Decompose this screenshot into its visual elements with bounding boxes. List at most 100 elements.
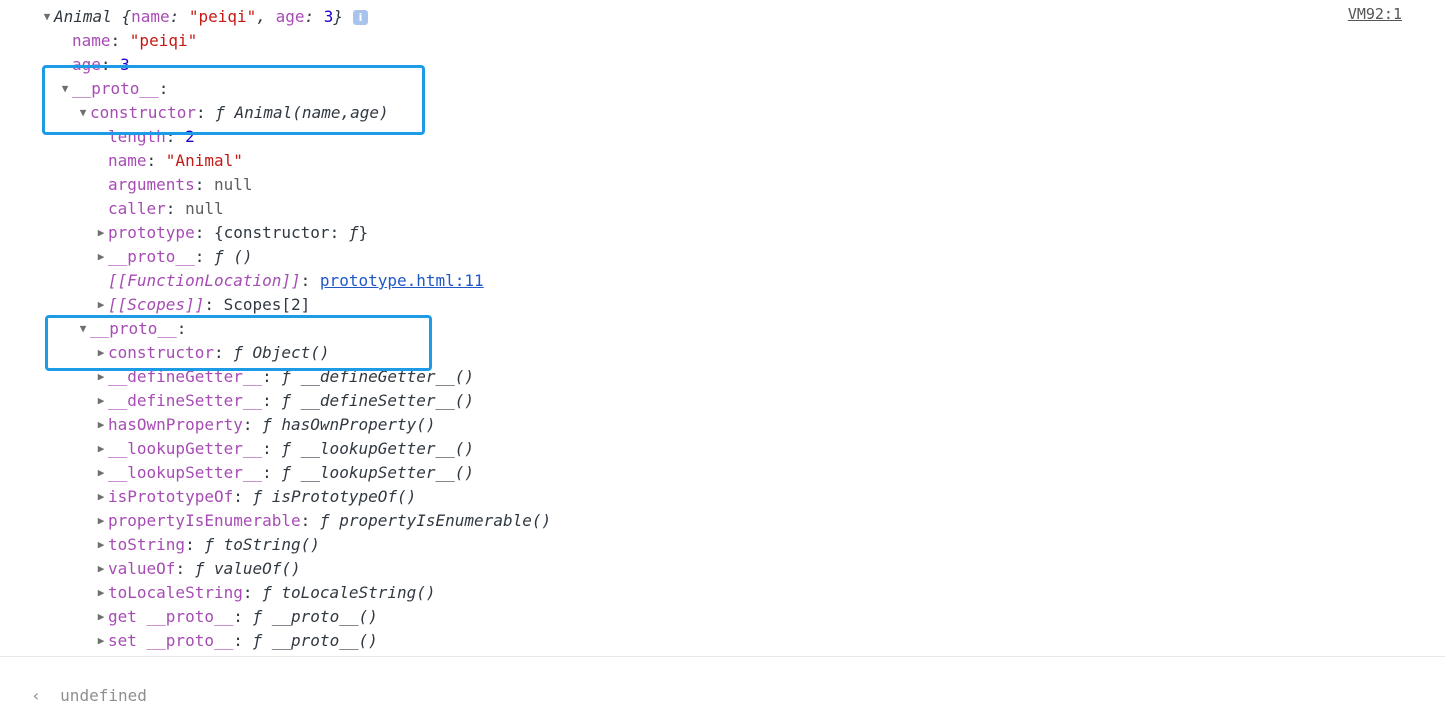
expanded-triangle-icon[interactable]: ▼ [79,106,87,119]
property-value: : [158,79,169,98]
result-row: ‹ undefined [12,660,147,705]
tree-row: ▶arguments: null [0,173,1394,197]
result-value: undefined [60,686,147,705]
property-value: : [146,151,166,170]
property-value: : [185,535,205,554]
tree-row[interactable]: ▶__lookupGetter__: ƒ __lookupGetter__() [0,437,1394,461]
expanded-triangle-icon[interactable]: ▼ [61,82,69,95]
property-value: ƒ [348,223,359,242]
property-key: get __proto__ [108,607,234,626]
property-key: __proto__ [108,247,195,266]
collapsed-triangle-icon[interactable]: ▶ [97,418,105,431]
function-location-link[interactable]: prototype.html:11 [319,271,484,290]
property-value: ƒ __lookupGetter__() [281,439,475,458]
property-value: 3 [323,7,334,26]
property-key: __proto__ [90,319,177,338]
property-value: : Scopes[2] [204,295,311,314]
tree-row: ▶[[FunctionLocation]]: prototype.html:11 [0,269,1394,293]
property-key: valueOf [108,559,176,578]
property-key: prototype [108,223,195,242]
property-key: set __proto__ [108,631,234,650]
property-value: ƒ propertyIsEnumerable() [319,511,552,530]
property-key: name [108,151,147,170]
property-value: : [262,463,282,482]
tree-row[interactable]: ▶propertyIsEnumerable: ƒ propertyIsEnume… [0,509,1394,533]
collapsed-triangle-icon[interactable]: ▶ [97,346,105,359]
property-key: arguments [108,175,195,194]
property-value: : [169,7,189,26]
tree-row[interactable]: ▶set __proto__: ƒ __proto__() [0,629,1394,653]
property-value: : [195,103,216,122]
tree-row[interactable]: ▶valueOf: ƒ valueOf() [0,557,1394,581]
tree-row[interactable]: ▼__proto__: [0,77,1358,101]
property-value: ƒ toLocaleString() [262,583,436,602]
property-value: : [194,247,214,266]
source-link[interactable]: VM92:1 [1347,5,1402,23]
expanded-triangle-icon[interactable]: ▼ [43,10,51,23]
tree-row: ▶name: "peiqi" [0,29,1358,53]
tree-row[interactable]: ▶get __proto__: ƒ __proto__() [0,605,1394,629]
tree-row: ▶caller: null [0,197,1394,221]
tree-row[interactable]: ▶prototype: {constructor: ƒ} [0,221,1394,245]
collapsed-triangle-icon[interactable]: ▶ [97,466,105,479]
tree-row[interactable]: ▶__defineSetter__: ƒ __defineSetter__() [0,389,1394,413]
property-value: : [242,583,263,602]
collapsed-triangle-icon[interactable]: ▶ [97,394,105,407]
tree-row[interactable]: ▶toLocaleString: ƒ toLocaleString() [0,581,1394,605]
property-value: ƒ hasOwnProperty() [262,415,436,434]
property-value: ƒ Animal(name,age) [215,103,389,122]
property-key: constructor [108,343,214,362]
property-value: ƒ __defineGetter__() [281,367,475,386]
collapsed-triangle-icon[interactable]: ▶ [97,250,105,263]
property-key: length [108,127,166,146]
tree-row[interactable]: ▶constructor: ƒ Object() [0,341,1394,365]
collapsed-triangle-icon[interactable]: ▶ [97,610,105,623]
collapsed-triangle-icon[interactable]: ▶ [97,442,105,455]
collapsed-triangle-icon[interactable]: ▶ [97,586,105,599]
tree-row[interactable]: ▶[[Scopes]]: Scopes[2] [0,293,1394,317]
collapsed-triangle-icon[interactable]: ▶ [97,538,105,551]
property-value: ƒ isPrototypeOf() [252,487,417,506]
highlight-box-object-proto [45,315,432,371]
property-value: : [194,175,214,194]
tree-row[interactable]: ▼constructor: ƒ Animal(name,age) [0,101,1376,125]
collapsed-triangle-icon[interactable]: ▶ [97,634,105,647]
tree-row[interactable]: ▶__defineGetter__: ƒ __defineGetter__() [0,365,1394,389]
tree-row[interactable]: ▼Animal {name: "peiqi", age: 3}i [0,5,1340,29]
tree-row[interactable]: ▶__lookupSetter__: ƒ __lookupSetter__() [0,461,1394,485]
property-key: __lookupSetter__ [108,463,263,482]
property-value: "Animal" [165,151,243,170]
property-key: isPrototypeOf [108,487,234,506]
property-value: : [304,7,324,26]
property-value: } [358,223,369,242]
property-value: : [110,31,130,50]
property-value: : [300,271,320,290]
tree-row[interactable]: ▶__proto__: ƒ () [0,245,1394,269]
tree-row[interactable]: ▶hasOwnProperty: ƒ hasOwnProperty() [0,413,1394,437]
console-output: VM92:1 ▼Animal {name: "peiqi", age: 3}i▶… [0,5,1402,653]
tree-row[interactable]: ▶isPrototypeOf: ƒ isPrototypeOf() [0,485,1394,509]
tree-row[interactable]: ▶toString: ƒ toString() [0,533,1394,557]
property-key: hasOwnProperty [108,415,243,434]
collapsed-triangle-icon[interactable]: ▶ [97,562,105,575]
tree-row[interactable]: ▼__proto__: [0,317,1376,341]
property-key: name [72,31,111,50]
property-value: ƒ Object() [233,343,330,362]
highlight-box-animal-proto [42,65,425,135]
property-key: [[FunctionLocation]] [108,271,301,290]
collapsed-triangle-icon[interactable]: ▶ [97,490,105,503]
property-value: ƒ __defineSetter__() [281,391,475,410]
property-key: Animal [54,7,122,26]
expanded-triangle-icon[interactable]: ▼ [79,322,87,335]
property-value: { [121,7,132,26]
info-icon[interactable]: i [353,10,369,25]
property-value: : [233,607,253,626]
property-value: : [262,439,282,458]
collapsed-triangle-icon[interactable]: ▶ [97,298,105,311]
property-value: : [242,415,263,434]
collapsed-triangle-icon[interactable]: ▶ [97,226,105,239]
collapsed-triangle-icon[interactable]: ▶ [97,514,105,527]
collapsed-triangle-icon[interactable]: ▶ [97,370,105,383]
property-value: : [175,559,195,578]
property-key: toLocaleString [108,583,243,602]
